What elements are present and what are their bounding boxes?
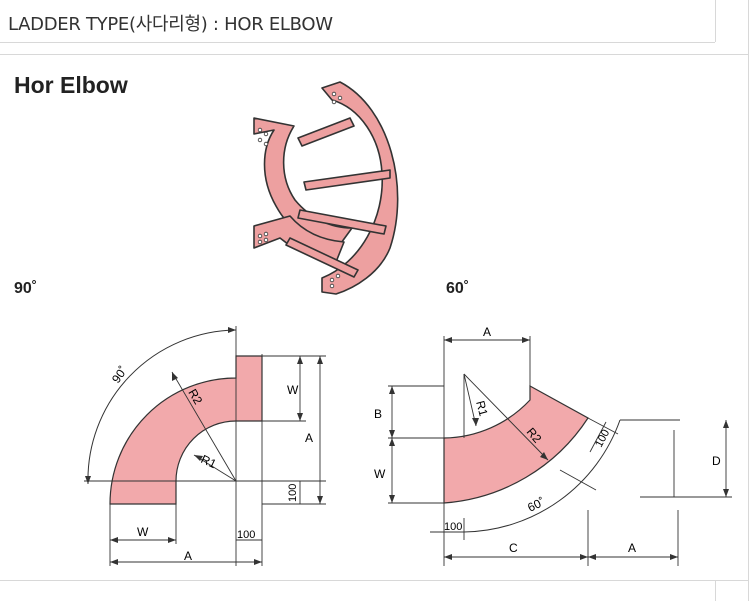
content-bottom-border bbox=[0, 580, 748, 581]
arc-dimension-60 bbox=[463, 419, 621, 533]
content-top-border bbox=[0, 54, 748, 55]
label-90-a-bottom: A bbox=[184, 549, 192, 563]
label-60-w-left: W bbox=[374, 467, 386, 481]
label-60-a-top: A bbox=[483, 325, 491, 339]
label-90-w-bottom: W bbox=[137, 525, 149, 539]
label-60-a-bottom: A bbox=[628, 541, 636, 555]
page-header: LADDER TYPE(사다리형) : HOR ELBOW bbox=[0, 0, 715, 43]
label-90-w-right: W bbox=[287, 383, 299, 397]
right-border bbox=[748, 0, 749, 601]
arc-dimension-90 bbox=[87, 329, 237, 485]
diagram-60-degree: A B W R1 R2 100 D 60˚ 100 C A bbox=[374, 325, 732, 566]
angle-label-90: 90˚ bbox=[14, 280, 38, 297]
diagram-90-degree: 90˚ R2 R1 W A 100 W 100 A bbox=[84, 326, 326, 566]
outer-side-rail bbox=[321, 81, 399, 295]
rung-2 bbox=[303, 169, 391, 191]
label-90-a-right: A bbox=[305, 431, 313, 445]
section-title: Hor Elbow bbox=[14, 72, 128, 98]
label-60-100-diag: 100 bbox=[593, 428, 612, 450]
hor-elbow-illustration bbox=[253, 81, 399, 295]
label-60-r1: R1 bbox=[473, 399, 491, 418]
rung-1 bbox=[297, 117, 355, 147]
label-60-c-bottom: C bbox=[509, 541, 518, 555]
label-90-100-bottom: 100 bbox=[237, 529, 255, 541]
label-60-100-bottom: 100 bbox=[444, 521, 462, 533]
elbow-90-body bbox=[109, 355, 263, 505]
label-60-b-left: B bbox=[374, 407, 382, 421]
header-divider bbox=[715, 0, 716, 42]
label-90-arc: 90˚ bbox=[109, 363, 130, 385]
angle-label-60: 60˚ bbox=[446, 280, 470, 297]
rung-3 bbox=[297, 209, 387, 235]
label-60-arc: 60˚ bbox=[525, 495, 547, 515]
label-90-100-vertical: 100 bbox=[287, 484, 299, 502]
footer-divider bbox=[715, 580, 716, 601]
rung-4 bbox=[285, 237, 359, 278]
label-60-d-right: D bbox=[712, 454, 721, 468]
elbow-60-body bbox=[443, 384, 589, 504]
page-title: LADDER TYPE(사다리형) : HOR ELBOW bbox=[8, 14, 333, 35]
label-90-r1: R1 bbox=[199, 452, 219, 471]
label-90-r2: R2 bbox=[185, 387, 205, 408]
